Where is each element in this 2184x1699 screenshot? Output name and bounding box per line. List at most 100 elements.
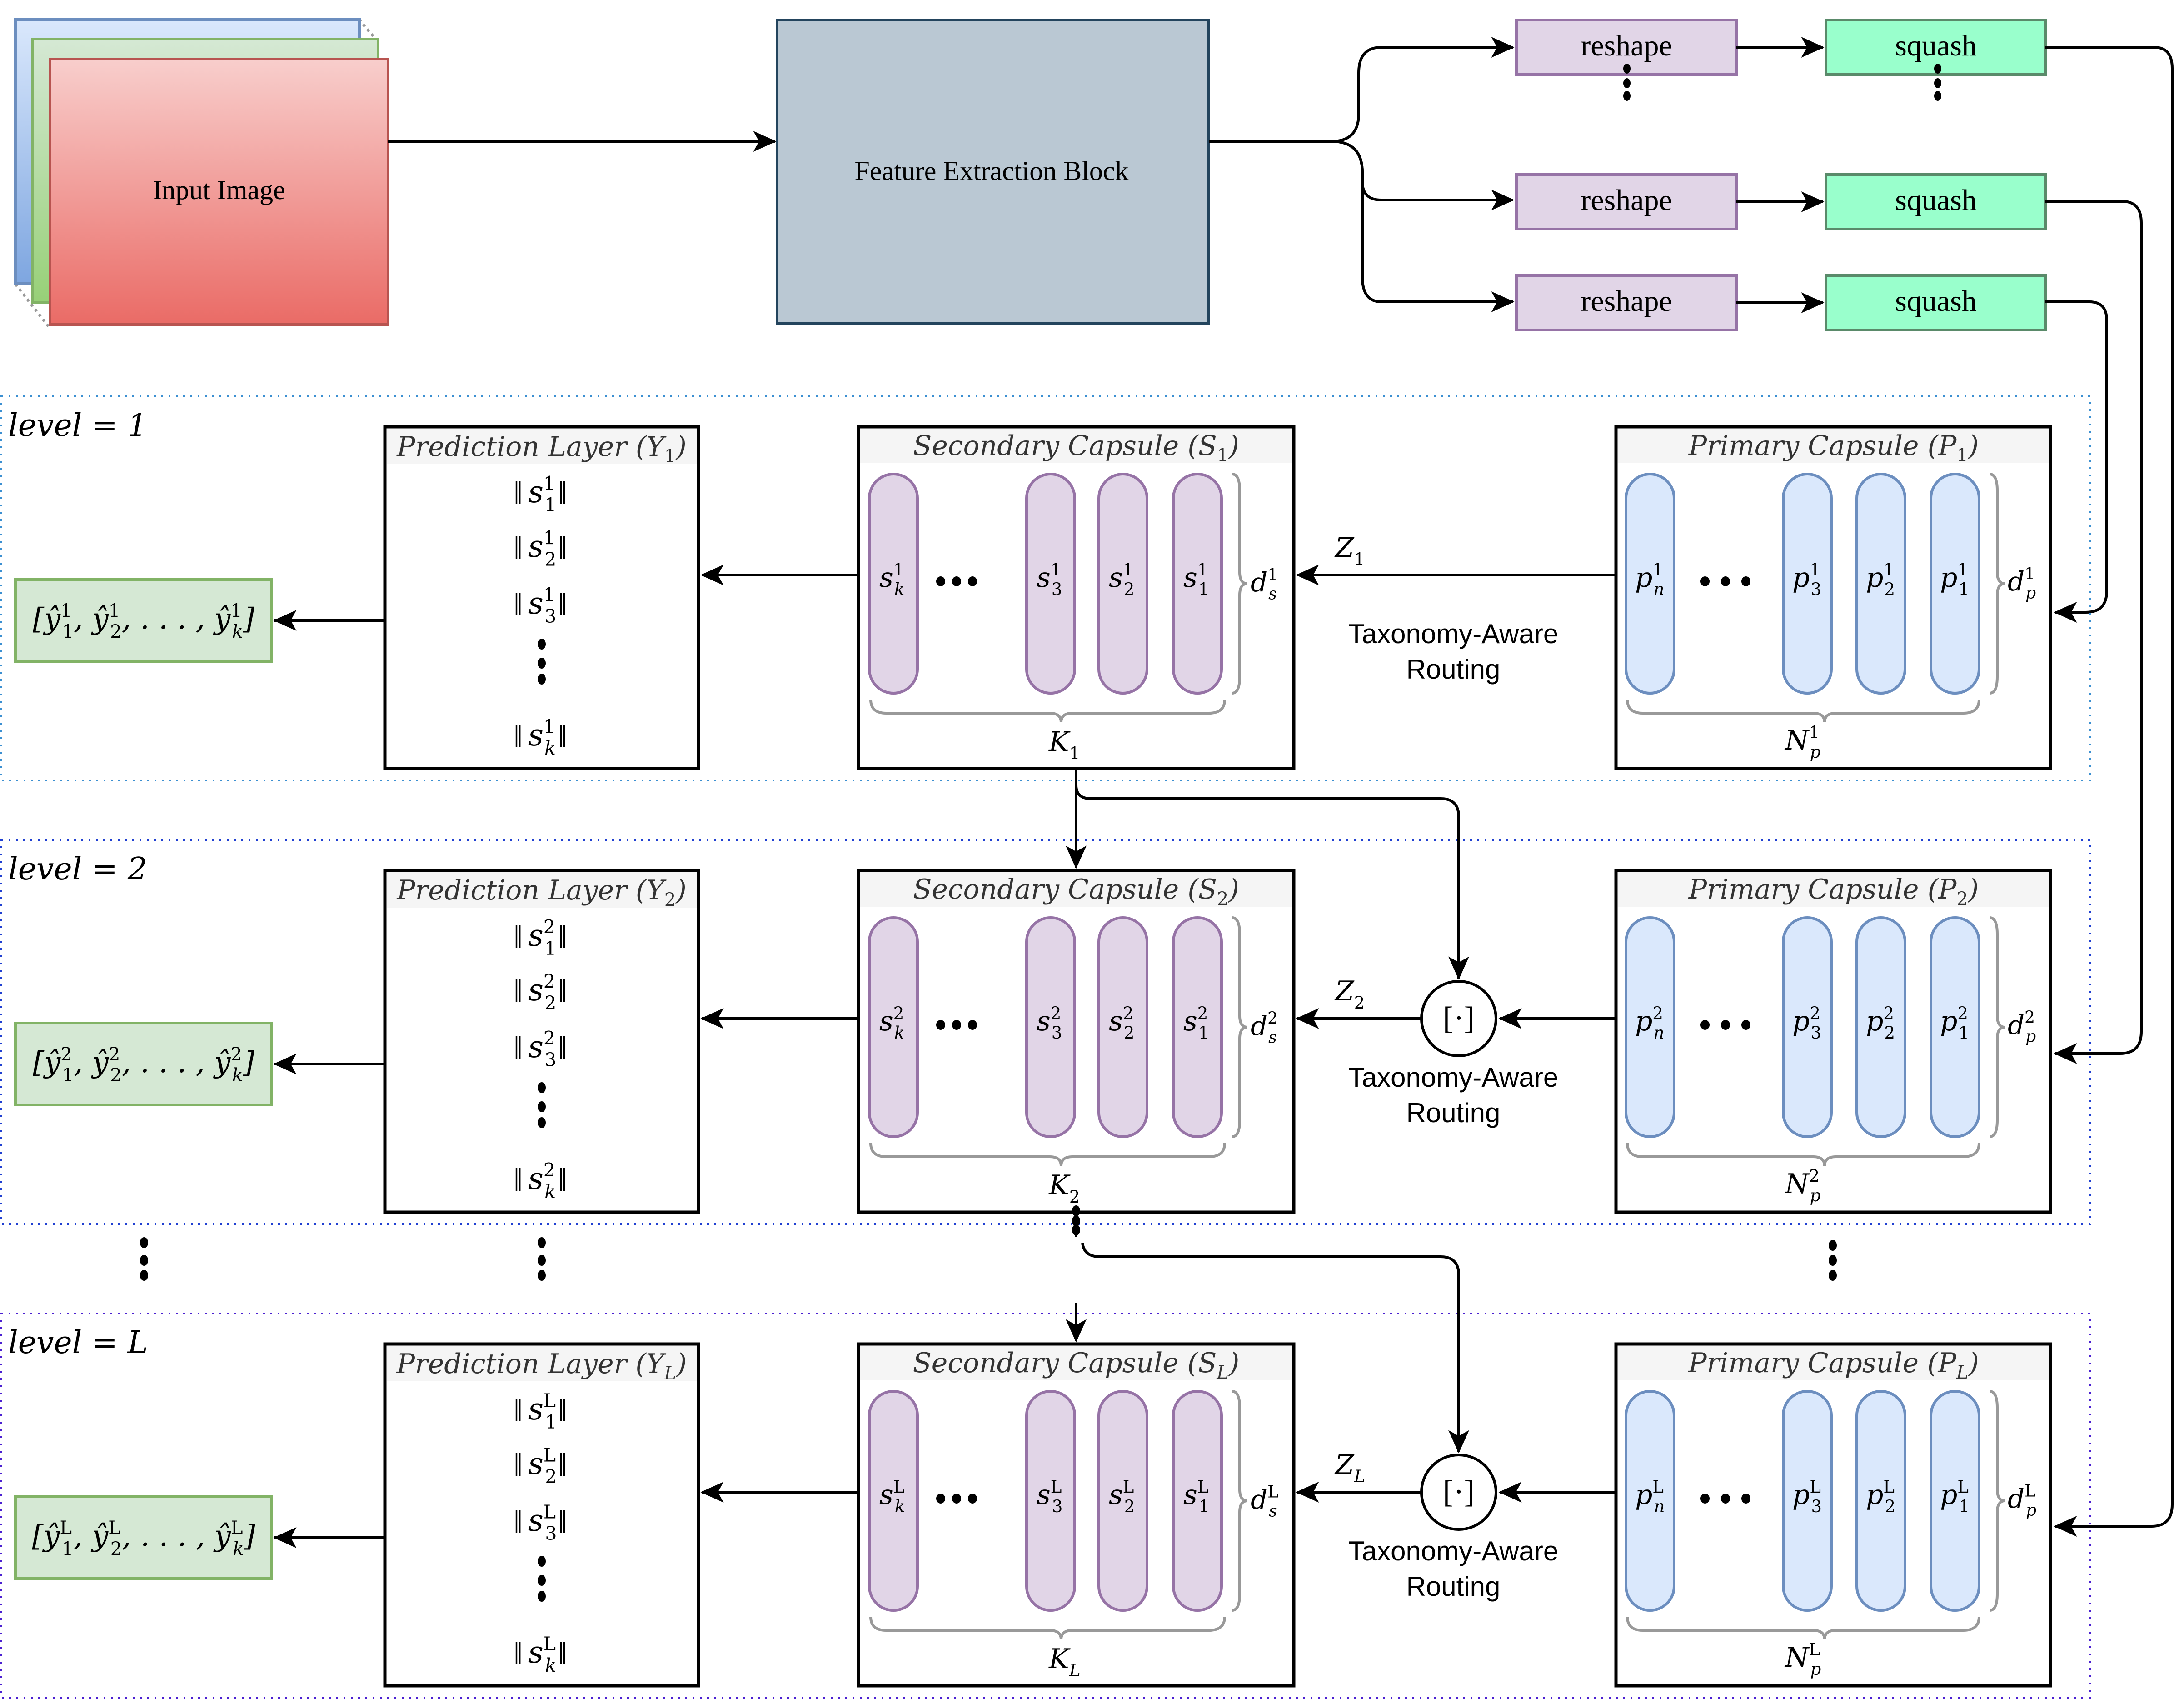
routing-variable-label: ZL: [1334, 1449, 1365, 1486]
input-channel-red: [49, 58, 389, 326]
svg-text:sL3: sL3: [528, 1501, 557, 1544]
svg-text:‖: ‖: [558, 1635, 567, 1672]
svg-text:sLk: sLk: [879, 1477, 905, 1516]
svg-text:‖: ‖: [514, 1162, 523, 1198]
svg-text:ZL: ZL: [1334, 1449, 1365, 1486]
dimension-brace: [1232, 473, 1248, 695]
prediction-layer-title: Prediction Layer (Y1): [396, 431, 687, 467]
ellipsis-dot: [1741, 1494, 1750, 1504]
ellipsis-dot: [968, 1020, 977, 1030]
ellipsis-dot: [952, 1020, 961, 1030]
routing-label-line1: Taxonomy-Aware: [1348, 619, 1558, 649]
reshape-block: reshape: [1515, 173, 1738, 230]
svg-text:‖: ‖: [558, 586, 567, 623]
svg-text:Z2: Z2: [1334, 975, 1365, 1013]
svg-text:‖: ‖: [514, 530, 523, 566]
ellipsis-dot: [936, 576, 945, 586]
squash-label: squash: [1895, 184, 1977, 217]
count-brace: [1626, 1143, 1980, 1166]
ellipsis-dot: [538, 674, 546, 685]
reshape-label: reshape: [1581, 285, 1672, 318]
svg-text:s2k: s2k: [879, 1004, 904, 1043]
ellipsis-dot: [538, 1101, 546, 1112]
ellipsis-dot: [538, 1575, 546, 1586]
svg-text:pL1: pL1: [1940, 1477, 1970, 1516]
reshape-label: reshape: [1581, 184, 1672, 217]
ellipsis-dot: [538, 658, 546, 669]
routing-variable-label: Z1: [1334, 532, 1365, 569]
squash-label: squash: [1895, 29, 1977, 62]
svg-text:sL1: sL1: [1183, 1477, 1209, 1516]
svg-text:s1k: s1k: [528, 715, 556, 759]
ellipsis-squash: [1934, 64, 1941, 101]
svg-text:pL2: pL2: [1866, 1477, 1895, 1516]
dimension-brace: [1232, 1390, 1248, 1612]
ellipsis-dot: [1700, 576, 1710, 586]
svg-text:sLk: sLk: [528, 1633, 556, 1676]
ellipsis-reshape: [1623, 64, 1631, 101]
svg-text:dLp: dLp: [2008, 1482, 2036, 1520]
svg-text:dLs: dLs: [1251, 1483, 1278, 1521]
routing-label-line2: Routing: [1406, 1098, 1501, 1128]
svg-text:s23: s23: [528, 1027, 556, 1071]
svg-text:KL: KL: [1048, 1643, 1080, 1680]
level-title: level = 2: [8, 851, 147, 887]
ellipsis-dot: [538, 1591, 546, 1602]
concatenation-node: [·]: [1420, 980, 1497, 1057]
prediction-layer-title: Prediction Layer (YL): [396, 1348, 687, 1384]
connector-previous-secondary-to-concat: [1081, 1243, 1469, 1454]
secondary-capsule-title: Secondary Capsule (S2): [913, 874, 1239, 909]
svg-text:‖: ‖: [514, 973, 523, 1009]
svg-text:s11: s11: [528, 472, 556, 516]
svg-text:‖: ‖: [514, 919, 523, 955]
svg-text:p13: p13: [1792, 560, 1821, 599]
arrow-input-to-feature: [388, 131, 777, 152]
count-brace: [869, 699, 1226, 723]
squash-block: squash: [1825, 274, 2047, 331]
routing-variable-label: Z2: [1334, 975, 1365, 1013]
svg-text:d2p: d2p: [2008, 1009, 2036, 1046]
svg-text:s12: s12: [1109, 560, 1134, 599]
svg-text:‖: ‖: [514, 586, 523, 623]
ellipsis-dot: [936, 1020, 945, 1030]
routing-label-line2: Routing: [1406, 654, 1501, 685]
svg-text:‖: ‖: [514, 1447, 523, 1483]
